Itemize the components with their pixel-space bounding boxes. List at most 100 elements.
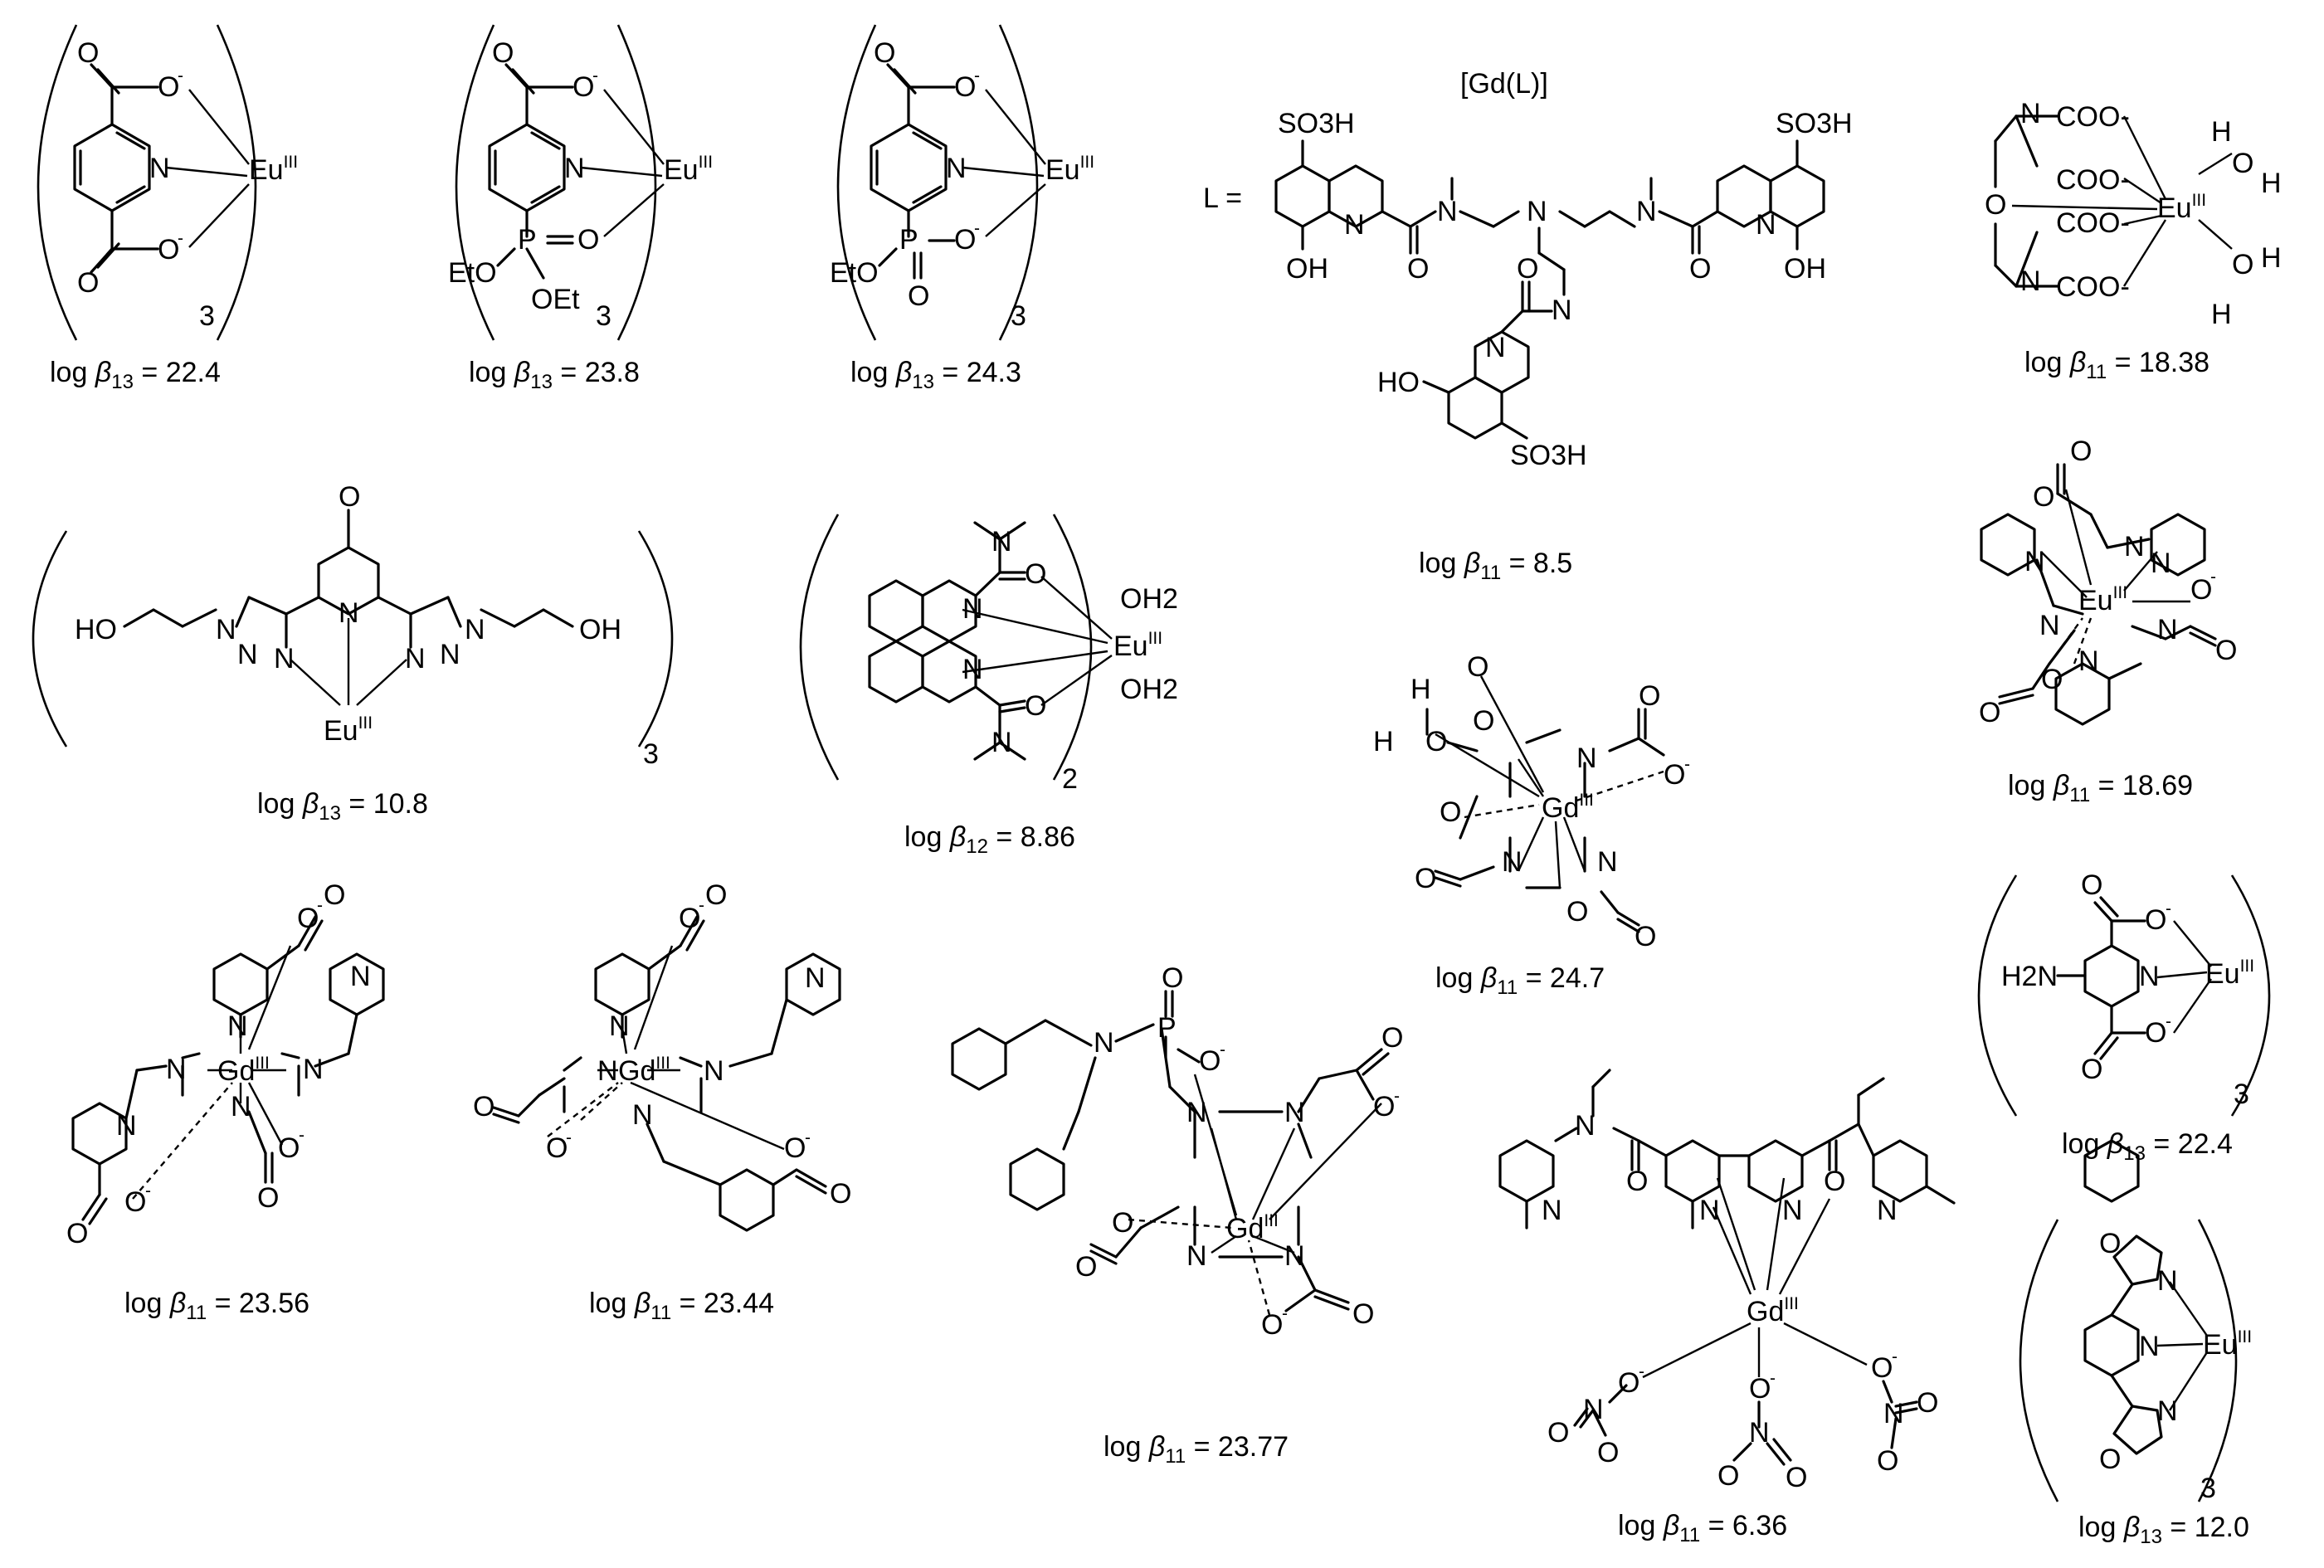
atom-label: H: [2261, 242, 2282, 274]
atom-label: N: [339, 597, 359, 629]
atom-label: O: [1985, 189, 2006, 221]
atom-label: N: [1527, 196, 1547, 227]
atom-label: N: [2020, 265, 2041, 297]
charge-label: -: [2166, 1012, 2171, 1031]
left-parenthesis: [1977, 874, 2018, 1117]
atom-label: N: [2151, 548, 2171, 579]
stability-caption: log β11 = 24.7: [1435, 962, 1605, 999]
charge-label: -: [974, 219, 980, 238]
atom-label: O: [830, 1178, 851, 1210]
atom-label: O: [2081, 1054, 2102, 1085]
stability-caption: log β11 = 6.36: [1618, 1510, 1787, 1546]
charge-label: -: [1282, 1304, 1288, 1323]
atom-label: COO-: [2056, 101, 2130, 133]
atom-label: O: [1425, 726, 1447, 757]
metal-center: GdIII: [217, 1054, 270, 1087]
atom-label: O: [1075, 1251, 1097, 1283]
stoichiometry-label: 3: [643, 738, 659, 770]
atom-label: O: [1639, 680, 1660, 712]
atom-label: O: [2070, 436, 2092, 467]
atom-label: N: [962, 593, 983, 625]
right-parenthesis: [1052, 514, 1093, 781]
atom-label: O: [1749, 1373, 1771, 1405]
atom-label: N: [1583, 1394, 1604, 1425]
stability-caption: log β12 = 8.86: [904, 821, 1075, 858]
right-parenthesis: [998, 24, 1039, 341]
atom-label: H: [2211, 116, 2232, 148]
atom-label: N: [2157, 614, 2178, 645]
atom-label: N: [440, 639, 460, 670]
stoichiometry-label: 2: [1062, 763, 1078, 795]
atom-label: O: [278, 1132, 300, 1164]
atom-label: N: [303, 1054, 324, 1085]
atom-label: O: [77, 267, 99, 299]
atom-label: O: [2099, 1444, 2121, 1475]
atom-label: O: [1407, 253, 1429, 285]
charge-label: -: [1220, 1040, 1225, 1059]
charge-label: -: [1892, 1347, 1898, 1366]
atom-label: OH: [1286, 253, 1328, 285]
atom-label: COO-: [2056, 271, 2130, 303]
atom-label: SO3H: [1776, 108, 1853, 139]
structure-eu-phenanthroline-diamide: N N N O O N OH2 EuIII OH2 2: [799, 514, 1178, 795]
atom-label: N: [405, 643, 426, 674]
metal-center: EuIII: [2157, 191, 2206, 224]
atom-label: N: [1699, 1195, 1720, 1226]
atom-label: N: [962, 654, 983, 685]
structure-eu-phosphonate-diester: O O - N P O EtO OEt EuIII 3: [448, 24, 713, 341]
atom-label: O: [1566, 896, 1588, 928]
atom-label: N: [991, 526, 1012, 558]
caption-group: log β13 = 22.4 log β13 = 23.8 log β13 = …: [50, 347, 2249, 1548]
charge-label: -: [2210, 567, 2216, 587]
atom-label: O: [1162, 962, 1183, 994]
metal-center: EuIII: [1113, 629, 1162, 662]
structure-eu-egta: N COO- COO- O COO- N COO- EuIII H O H O …: [1985, 98, 2282, 330]
charge-label: -: [317, 896, 323, 915]
structure-eu-phosphonate-monoester: O O - N P O - EtO O EuIII 3: [830, 24, 1094, 341]
atom-label: OH: [1784, 253, 1826, 285]
atom-label: N: [1883, 1398, 1904, 1429]
charge-label: -: [1684, 755, 1690, 774]
charge-label: -: [178, 229, 183, 248]
metal-center: EuIII: [249, 153, 298, 186]
left-parenthesis: [455, 24, 495, 341]
atom-label: O: [954, 71, 976, 103]
charge-label: -: [974, 66, 980, 85]
metal-center: GdIII: [1747, 1294, 1799, 1327]
atom-label: O: [679, 903, 700, 934]
atom-label: O: [546, 1132, 568, 1164]
atom-label: N: [1575, 1110, 1596, 1142]
atom-label: OH2: [1120, 583, 1178, 615]
atom-label: N: [1597, 846, 1618, 878]
atom-label: O: [1025, 690, 1046, 722]
metal-center: GdIII: [1542, 791, 1594, 824]
stability-caption: log β13 = 22.4: [2062, 1128, 2233, 1165]
atom-label: O: [1871, 1352, 1893, 1384]
atom-label: O: [1664, 759, 1685, 791]
atom-label: O: [1824, 1166, 1845, 1197]
structure-eu-pybox: O N N EuIII N O 3: [2019, 1219, 2252, 1504]
atom-label: O: [1473, 705, 1494, 737]
atom-label: N: [149, 153, 170, 184]
atom-label: O: [1618, 1367, 1639, 1399]
atom-label: COO-: [2056, 207, 2130, 239]
charge-label: -: [805, 1128, 811, 1147]
charge-label: -: [145, 1181, 151, 1200]
structure-eu-dipicolinate: O O - N O O - EuIII 3: [37, 24, 298, 341]
atom-label: O: [2033, 481, 2054, 513]
atom-label: O: [2099, 1228, 2121, 1259]
atom-label: O: [2215, 635, 2237, 666]
atom-label: O: [1440, 796, 1461, 828]
stability-caption: log β13 = 10.8: [257, 788, 428, 825]
atom-label: N: [1094, 1027, 1114, 1059]
atom-label: O: [124, 1186, 146, 1218]
atom-label: N: [1576, 743, 1597, 774]
structure-eu-triazolyl-pyridine: O N N N N N N N HO OH EuIII 3: [32, 481, 674, 770]
stability-caption: log β11 = 8.5: [1419, 548, 1572, 584]
atom-label: HO: [1377, 367, 1420, 398]
left-parenthesis: [836, 24, 877, 341]
atom-label: N: [991, 727, 1012, 758]
atom-label: N: [2139, 1331, 2160, 1362]
atom-label: HO: [75, 614, 117, 645]
stability-caption: log β11 = 18.38: [2024, 347, 2210, 383]
